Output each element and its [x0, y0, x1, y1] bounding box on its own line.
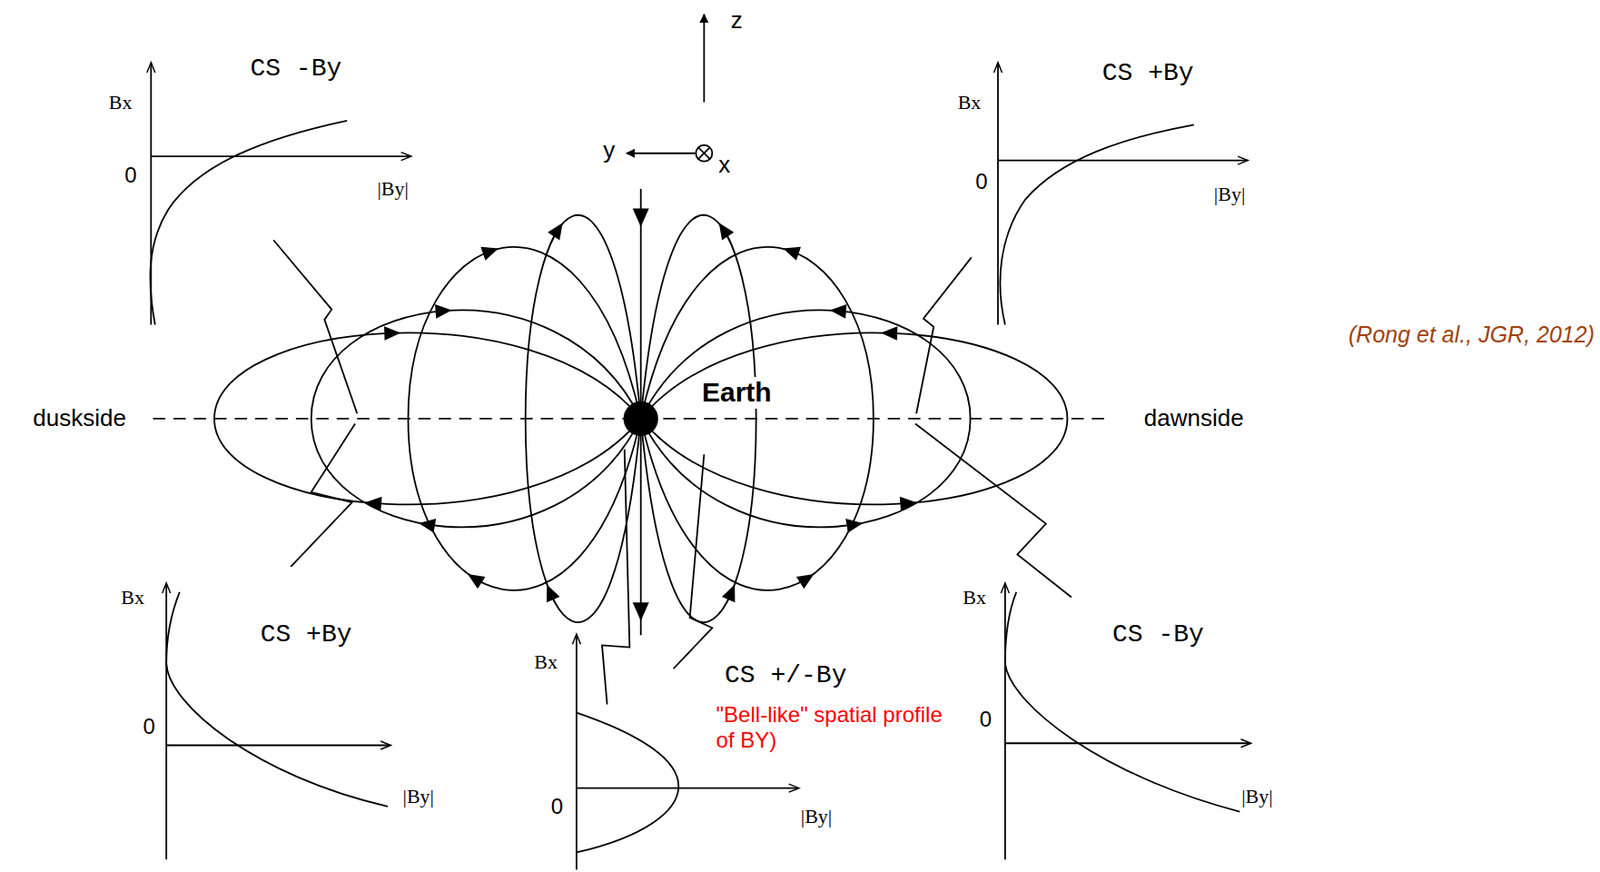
z-axis	[702, 14, 705, 103]
field-line	[311, 309, 642, 527]
region-label: dawnside	[1142, 404, 1246, 433]
arrowhead	[467, 573, 485, 589]
y-axis	[626, 152, 696, 155]
leader-line	[916, 256, 972, 414]
earth-dot	[623, 401, 659, 436]
plot-axis-label: |By|	[375, 177, 410, 200]
profile-curve	[1005, 592, 1240, 812]
axis-label: z	[729, 7, 745, 35]
plot-axis-label: Bx	[532, 650, 560, 673]
field-line	[641, 246, 874, 591]
current-sheet-label: CS +By	[1100, 59, 1196, 89]
field-arrows	[365, 207, 917, 621]
arrowhead	[418, 518, 436, 534]
current-sheet-label: CS +By	[258, 620, 355, 650]
current-sheet-label: CS +/-By	[722, 661, 849, 691]
plot-axis-label: Bx	[107, 90, 135, 114]
leader-line	[602, 449, 630, 705]
earth-label: Earth	[700, 376, 774, 409]
x-axis-cross	[698, 147, 711, 159]
plot-axis	[997, 63, 999, 326]
arrowhead	[632, 207, 650, 227]
x-axis-cross	[698, 147, 711, 159]
axis-origin: 0	[973, 168, 989, 195]
plot-axis	[150, 155, 410, 158]
plot-axis	[165, 583, 168, 860]
arrowhead	[721, 584, 736, 603]
bell-profile-curve	[576, 712, 679, 853]
citation: (Rong et al., JGR, 2012)	[1346, 321, 1597, 348]
arrowhead	[829, 304, 848, 319]
leader-line	[273, 239, 357, 414]
field-line	[641, 332, 1068, 504]
field-line	[407, 246, 641, 591]
axis-origin: 0	[140, 713, 157, 740]
arrowhead	[845, 518, 863, 534]
plot-axis-label: |By|	[400, 784, 435, 808]
arrowhead	[880, 325, 898, 341]
plot-axis	[166, 744, 390, 747]
plot-axis-label: Bx	[118, 585, 147, 609]
axis-origin: 0	[977, 706, 994, 732]
arrowhead	[782, 246, 801, 261]
field-line	[641, 309, 971, 527]
plot-axis-label: |By|	[1212, 182, 1247, 206]
arrowhead	[546, 584, 561, 603]
field-line	[214, 332, 642, 504]
axis-label: y	[601, 137, 617, 165]
arrowhead	[899, 496, 918, 512]
arrowhead	[480, 246, 499, 261]
region-label: duskside	[30, 404, 129, 433]
plot-axis	[575, 634, 578, 870]
leader-line	[915, 424, 1072, 598]
annotation: "Bell-like" spatial profile of BY)	[714, 701, 964, 752]
profile-curve	[166, 592, 388, 807]
x-axis-symbol	[695, 145, 712, 162]
plot-axis	[997, 159, 1247, 162]
current-sheet-label: CS -By	[1110, 620, 1206, 650]
arrowhead	[719, 222, 735, 240]
plot-axis	[1004, 583, 1007, 860]
profile-curve	[149, 120, 347, 326]
arrowhead	[384, 325, 401, 341]
axis-origin: 0	[122, 162, 139, 188]
plot-axis-label: Bx	[960, 585, 988, 609]
leader-line	[673, 454, 713, 669]
plot-axis-label: Bx	[956, 90, 984, 114]
arrowhead	[632, 602, 650, 621]
arrowhead	[365, 496, 383, 512]
arrowhead	[547, 222, 563, 240]
plot-axis	[576, 787, 799, 790]
axis-origin: 0	[549, 793, 565, 820]
current-sheet-label: CS -By	[247, 54, 344, 84]
plot-axis	[1005, 741, 1251, 744]
plot-axis-label: |By|	[799, 804, 834, 828]
profile-curve	[999, 124, 1194, 325]
plot-axis-label: |By|	[1239, 784, 1275, 808]
arrowhead	[796, 573, 814, 589]
arrowhead	[434, 304, 453, 319]
axis-label: x	[716, 151, 732, 179]
leader-line	[290, 424, 356, 567]
